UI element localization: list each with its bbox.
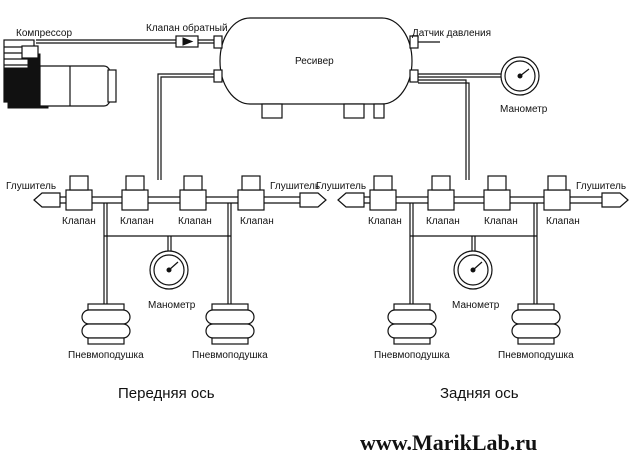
valve-label-front-1: Клапан (62, 216, 96, 227)
air-spring-label-front-right: Пневмоподушка (192, 350, 268, 361)
rear-gauge-label: Манометр (452, 300, 500, 311)
front-axle-circuit (33, 175, 327, 345)
muffler-label-rear-left: Глушитель (316, 181, 366, 192)
valve-label-front-2: Клапан (120, 216, 154, 227)
air-spring-front-right (205, 303, 255, 345)
valve-rear-4 (543, 175, 571, 211)
check-valve (175, 35, 199, 48)
rear-axle-caption: Задняя ось (440, 385, 519, 402)
valve-rear-1 (369, 175, 397, 211)
air-spring-label-rear-left: Пневмоподушка (374, 350, 450, 361)
muffler-label-front-right: Глушитель (270, 181, 320, 192)
air-spring-front-left (81, 303, 131, 345)
rear-axle-circuit (337, 175, 629, 345)
muffler-rear-right (601, 192, 629, 208)
valve-rear-3 (483, 175, 511, 211)
compressor-label: Компрессор (16, 28, 72, 39)
air-spring-rear-left (387, 303, 437, 345)
front-axle-caption: Передняя ось (118, 385, 215, 402)
front-gauge-label: Манометр (148, 300, 196, 311)
valve-front-4 (237, 175, 265, 211)
valve-label-front-4: Клапан (240, 216, 274, 227)
valve-label-rear-3: Клапан (484, 216, 518, 227)
valve-label-rear-2: Клапан (426, 216, 460, 227)
valve-front-3 (179, 175, 207, 211)
air-spring-rear-right (511, 303, 561, 345)
front-gauge (149, 250, 189, 290)
muffler-label-front-left: Глушитель (6, 181, 56, 192)
valve-rear-2 (427, 175, 455, 211)
site-watermark: www.MarikLab.ru (360, 430, 537, 455)
valve-label-rear-1: Клапан (368, 216, 402, 227)
receiver-label: Ресивер (295, 56, 334, 67)
muffler-front-left (33, 192, 61, 208)
valve-front-2 (121, 175, 149, 211)
check-valve-label: Клапан обратный (146, 22, 228, 34)
valve-label-rear-4: Клапан (546, 216, 580, 227)
compressor (3, 39, 117, 109)
valve-front-1 (65, 175, 93, 211)
air-spring-label-rear-right: Пневмоподушка (498, 350, 574, 361)
receiver-gauge (500, 56, 540, 96)
air-spring-label-front-left: Пневмоподушка (68, 350, 144, 361)
muffler-rear-left (337, 192, 365, 208)
muffler-front-right (299, 192, 327, 208)
receiver-tank (213, 17, 419, 119)
receiver-gauge-label: Манометр (500, 104, 548, 115)
pressure-sensor-label: Датчик давления (412, 28, 491, 39)
muffler-label-rear-right: Глушитель (576, 181, 626, 192)
rear-gauge (453, 250, 493, 290)
valve-label-front-3: Клапан (178, 216, 212, 227)
